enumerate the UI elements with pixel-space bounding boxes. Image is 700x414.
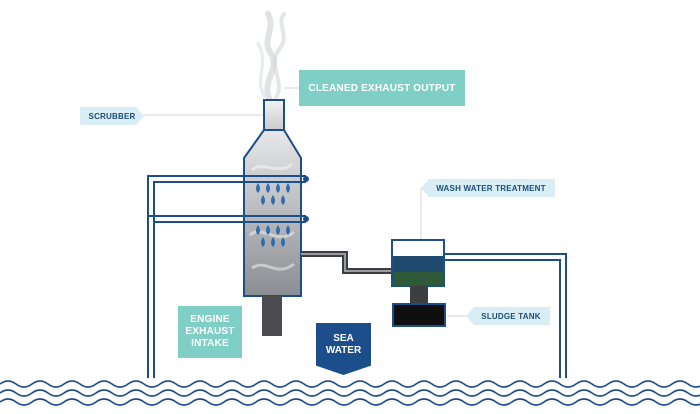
water-drop-icon: [256, 225, 290, 247]
treatment-sediment: [393, 272, 443, 285]
wash-water-drain-pipe: [301, 251, 392, 274]
wash-water-treatment-label: WASH WATER TREATMENT: [421, 179, 555, 197]
engine-exhaust-intake-label: ENGINE EXHAUST INTAKE: [178, 306, 242, 358]
sludge-tank: [392, 303, 446, 327]
sea-water-label: SEA WATER: [316, 323, 371, 375]
engine-exhaust-pipe: [262, 296, 282, 336]
sludge-tank-label: SLUDGE TANK: [466, 307, 550, 325]
tower-haze: [248, 162, 295, 271]
spray-nozzle-upper: [303, 176, 309, 182]
treatment-water: [393, 256, 443, 272]
smoke-plume-icon: [256, 11, 286, 103]
scrubber-label: SCRUBBER: [80, 107, 144, 125]
cleaned-exhaust-output-label: CLEANED EXHAUST OUTPUT: [299, 70, 465, 106]
seawater-supply-pipe: [147, 175, 306, 378]
wave-icon: [0, 380, 700, 406]
sludge-connector: [410, 286, 428, 304]
sea-water-text: SEA WATER: [325, 333, 362, 356]
water-drop-icon: [256, 183, 290, 205]
scrubber-tower: [243, 129, 302, 297]
exhaust-stack: [263, 99, 285, 131]
spray-nozzle-lower: [303, 216, 309, 222]
discharge-pipe: [444, 253, 567, 378]
